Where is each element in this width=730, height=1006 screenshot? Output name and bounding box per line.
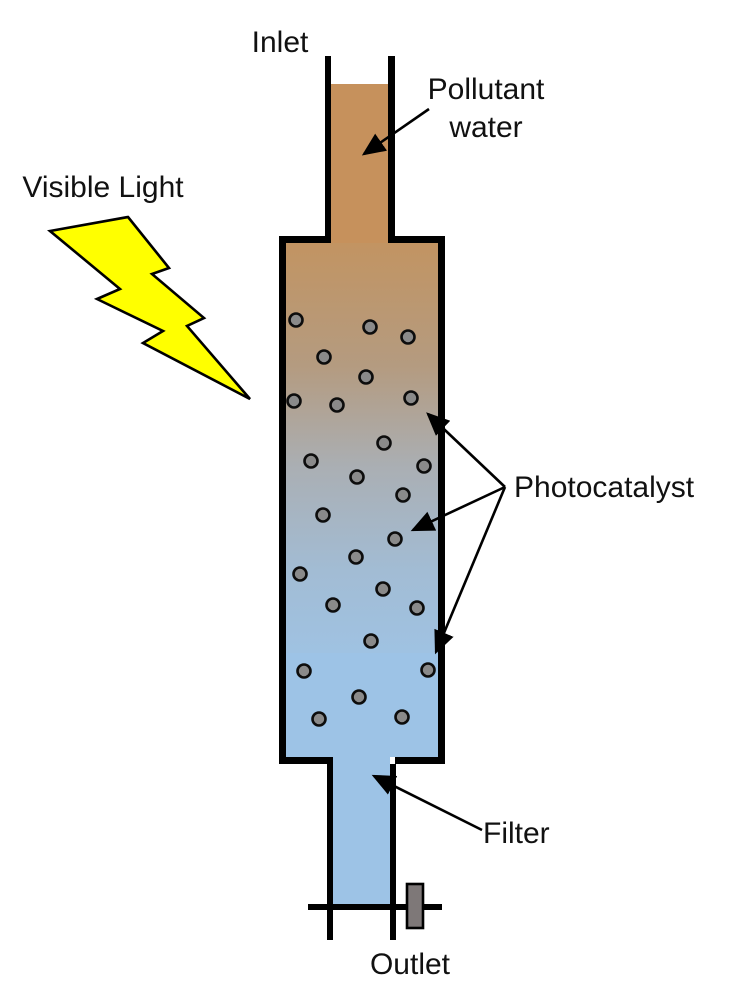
pollutant-water-label-line2: water [448,111,522,144]
reactor-top-wall-left [279,236,331,243]
catalyst-particle [292,566,308,582]
outlet-water-fill [333,764,390,904]
outlet-valve [308,882,442,930]
photocatalyst-arrow-middle [410,485,506,532]
inlet-pipe-right-wall [388,56,395,243]
catalyst-particle [409,600,425,616]
catalyst-particle [387,531,403,547]
valve-line [308,904,442,910]
reactor-column [279,236,445,764]
reactor-right-wall [438,236,445,764]
pollutant-water-fill [331,84,388,243]
reactor-bottom-wall-left [279,757,333,764]
inlet-gap-fill [331,236,388,243]
catalyst-particles [286,312,436,727]
catalyst-particle [296,663,312,679]
catalyst-particle [400,329,416,345]
outlet-gap-fill [333,757,390,764]
filter-arrow [371,774,483,832]
catalyst-particle [363,633,379,649]
catalyst-particle [351,689,367,705]
outlet-pipe [327,764,396,940]
outlet-label: Outlet [370,948,451,981]
outlet-pipe-left-wall [327,764,333,940]
photocatalyst-label: Photocatalyst [514,471,695,504]
pollutant-water-arrow [361,107,430,156]
catalyst-particle [394,709,410,725]
catalyst-particle [376,435,392,451]
catalyst-particle [362,319,378,335]
lightning-bolt-icon [47,215,251,401]
catalyst-particle [358,369,374,385]
reactor-mixing-gradient [286,243,438,653]
outlet-pipe-right-wall [390,764,396,940]
catalyst-particle [348,549,364,565]
pollutant-water-label-line1: Pollutant [428,73,545,106]
catalyst-particle [303,453,319,469]
catalyst-particle [349,469,365,485]
photocatalyst-arrow-bottom [434,486,507,655]
catalyst-particle [395,487,411,503]
reactor-left-wall [279,236,286,764]
reactor-bottom-wall-right [395,757,445,764]
valve-handle-icon [405,882,425,930]
photocatalyst-arrow-top [426,412,506,488]
inlet-label: Inlet [252,26,309,59]
catalyst-particle [325,597,341,613]
catalyst-particle [403,390,419,406]
catalyst-particle [315,507,331,523]
catalyst-particle [375,581,391,597]
catalyst-particle [316,349,332,365]
catalyst-particle [311,711,327,727]
reactor-top-wall-right [395,236,445,243]
catalyst-particle [416,458,432,474]
catalyst-particle [286,393,302,409]
annotation-arrows [361,107,507,832]
inlet-pipe-left-wall [325,56,331,243]
filter-label: Filter [483,817,550,850]
inlet-pipe [325,56,395,243]
catalyst-particle [329,397,345,413]
catalyst-particle [420,662,436,678]
visible-light-label: Visible Light [22,171,184,204]
catalyst-particle [288,312,304,328]
